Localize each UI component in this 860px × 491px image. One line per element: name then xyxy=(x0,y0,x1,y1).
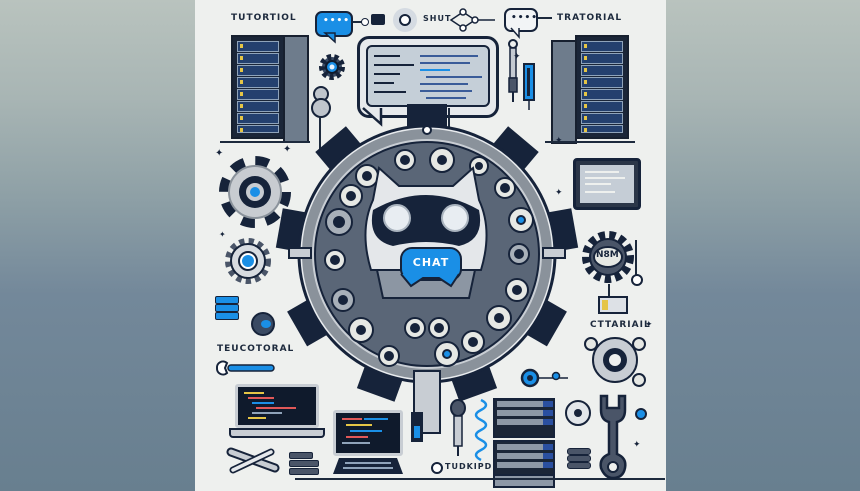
spring-icon xyxy=(474,398,488,462)
laptop-code-icon xyxy=(235,384,319,428)
server-rack-right-icon xyxy=(575,35,629,139)
switch-icon xyxy=(598,296,628,314)
label-tudkipd: TUDKIPD xyxy=(445,462,493,471)
label-tratorial: TRATORIAL xyxy=(557,13,623,23)
keyboard-icon xyxy=(333,458,403,474)
screwdriver-icon xyxy=(508,39,518,102)
illustration-panel: TUTORTIOL •••• SHUT •••• TRATORIAL xyxy=(195,0,666,491)
large-gear-left-icon xyxy=(219,156,291,228)
crossed-wrenches-icon xyxy=(226,447,280,474)
label-teucotoral: TEUCOTORAL xyxy=(217,344,295,354)
blue-node-icon xyxy=(520,368,568,388)
label-cttariail: CTTARIAIL xyxy=(590,320,651,330)
chat-bubble-tail-icon xyxy=(323,32,336,44)
chip-icon xyxy=(371,14,385,25)
coin-stack-icon xyxy=(567,448,591,470)
label-tutortiol: TUTORTIOL xyxy=(231,13,297,23)
washer-node-icon xyxy=(584,337,646,387)
server-stack-bottom-icon xyxy=(493,398,555,488)
wrench-blue-icon xyxy=(216,360,275,376)
n8m-label: N8M xyxy=(596,250,619,260)
layer-stack-icon xyxy=(289,452,321,475)
network-node-icon xyxy=(449,8,495,32)
chat-bubble-white-icon: •••• xyxy=(504,8,538,32)
small-gear-blue-icon xyxy=(319,54,345,80)
usb-connector-icon xyxy=(411,412,423,442)
wrench-icon xyxy=(599,394,627,480)
robot-head-icon xyxy=(364,166,488,299)
monitor-code-icon xyxy=(333,410,403,456)
monitor-icon xyxy=(573,158,641,210)
camera-icon xyxy=(393,8,417,32)
microphone-icon xyxy=(450,399,466,456)
location-pin-icon xyxy=(565,400,591,426)
toggle-knob-icon xyxy=(251,312,275,336)
stack-icon xyxy=(215,296,239,320)
medium-gear-left-icon xyxy=(225,238,271,284)
label-shut: SHUT xyxy=(423,14,452,23)
n8m-gear-icon xyxy=(582,231,634,283)
usb-plug-icon xyxy=(523,63,535,110)
